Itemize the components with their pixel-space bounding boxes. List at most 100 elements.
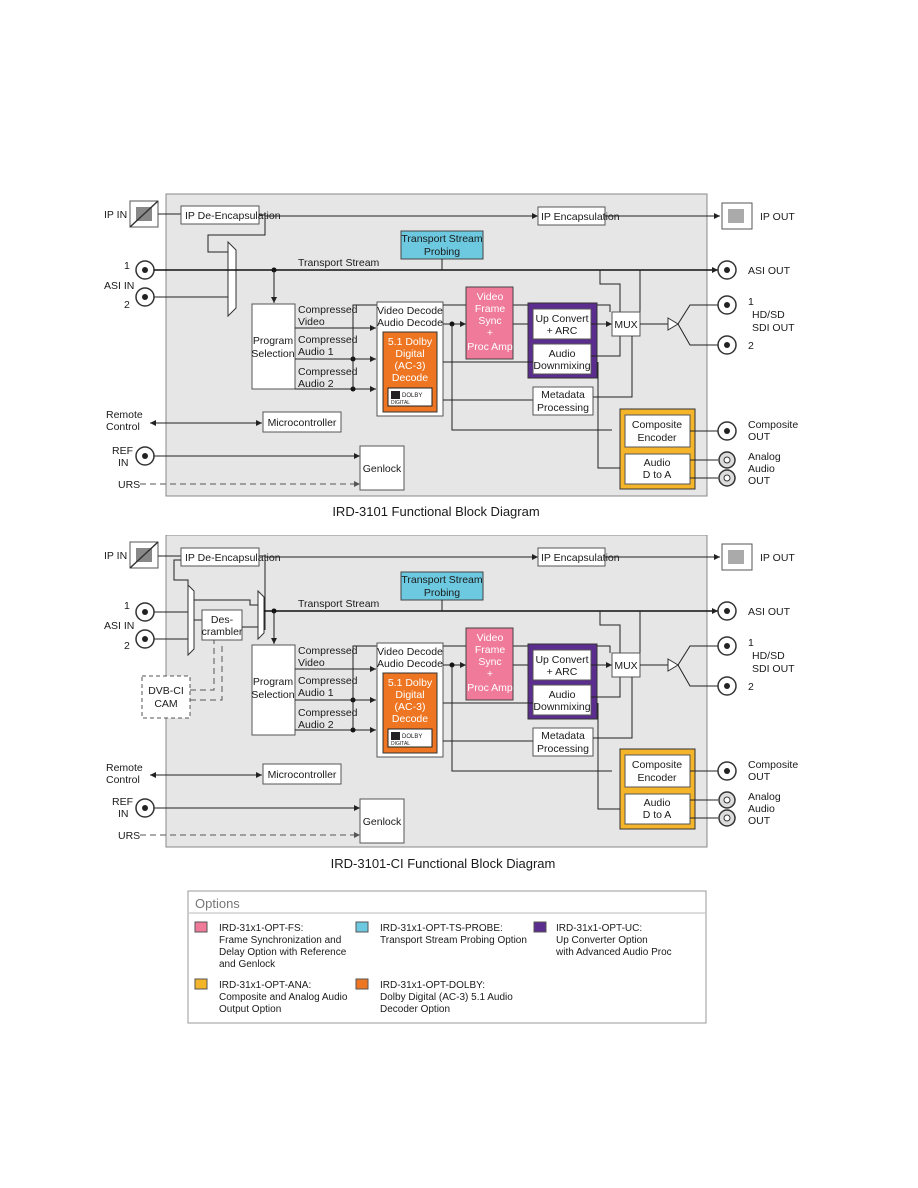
svg-text:Output Option: Output Option [219, 1004, 281, 1015]
compressed-video-label-1: Compressed [298, 304, 358, 316]
compressed-audio1-label-2: Audio 1 [298, 346, 334, 358]
asi-2-label: 2 [124, 640, 130, 652]
remote-label-1: Remote [106, 409, 143, 421]
ip-encap-label: IP Encapsulation [541, 552, 620, 564]
dolby-label-2: Digital [395, 348, 424, 360]
bnc-asi-out-icon [717, 260, 737, 280]
input-switch [187, 583, 195, 657]
metadata-block [532, 727, 594, 757]
ethernet-port-icon [129, 541, 159, 569]
sdi-out-label-2: SDI OUT [752, 663, 795, 675]
svg-text:Delay Option with Reference: Delay Option with Reference [219, 947, 347, 958]
svg-text:IRD-31x1-OPT-FS:: IRD-31x1-OPT-FS: [219, 923, 303, 934]
composite-encoder-label-1: Composite [632, 419, 682, 431]
dvb-ci-cam-block [141, 675, 191, 719]
ethernet-port-out-icon [721, 543, 753, 571]
up-convert-label-2: + ARC [547, 666, 578, 678]
frame-sync-label-1: Video [477, 291, 504, 303]
remote-label-2: Control [106, 774, 140, 786]
ts-probe-block [400, 571, 484, 601]
metadata-label-2: Processing [537, 743, 589, 755]
ip-in-label: IP IN [104, 209, 127, 221]
video-decode-label-1: Video Decode [377, 305, 443, 317]
genlock-label: Genlock [363, 816, 402, 828]
sdi-driver [667, 317, 679, 331]
genlock-block [359, 445, 405, 491]
frame-sync-label-2: Frame [475, 303, 505, 315]
svg-text:IRD-31x1-OPT-UC:: IRD-31x1-OPT-UC: [556, 923, 642, 934]
frame-sync-label-5: Proc Amp [467, 341, 513, 353]
bnc-sdi-out-2-icon [717, 335, 737, 355]
program-selection-label-1: Program [253, 676, 294, 688]
bnc-asi-in-1-icon [135, 260, 155, 280]
bnc-asi-out-icon [717, 601, 737, 621]
compressed-audio1-label-2: Audio 1 [298, 687, 334, 699]
sdi-out-label-1: HD/SD [752, 309, 785, 321]
descrambler-label-1: Des- [211, 614, 234, 626]
video-decode-label-2: Audio Decode [377, 317, 443, 329]
ref-label-1: REF [112, 445, 133, 457]
mux-label: MUX [614, 319, 637, 331]
bnc-sdi-out-1-icon [717, 636, 737, 656]
frame-sync-label-5: Proc Amp [467, 682, 513, 694]
frame-sync-block [465, 627, 514, 701]
program-selection-label-1: Program [253, 335, 294, 347]
sdi-out-label-1: HD/SD [752, 650, 785, 662]
sdi-1-label: 1 [748, 296, 754, 308]
asi-1-label: 1 [124, 600, 130, 612]
ts-probe-label-2: Probing [424, 587, 460, 599]
svg-text:Transport Stream Probing Optio: Transport Stream Probing Option [380, 935, 527, 946]
bnc-composite-out-icon [717, 421, 737, 441]
svg-text:IRD-31x1-OPT-TS-PROBE:: IRD-31x1-OPT-TS-PROBE: [380, 923, 503, 934]
asi-out-label: ASI OUT [748, 265, 791, 277]
ts-probe-label-1: Transport Stream [401, 233, 483, 245]
analog-out-label-3: OUT [748, 815, 771, 827]
ip-decap-label: IP De-Encapsulation [185, 552, 281, 564]
svg-text:DOLBY: DOLBY [402, 734, 422, 740]
asi-in-label: ASI IN [104, 620, 134, 632]
diagram1-caption: IRD-3101 Functional Block Diagram [332, 504, 539, 519]
genlock-block [359, 798, 405, 844]
compressed-video-label-2: Video [298, 657, 325, 669]
ip-decap-label: IP De-Encapsulation [185, 210, 281, 222]
svg-text:Decoder Option: Decoder Option [380, 1004, 450, 1015]
option-ts-probe: IRD-31x1-OPT-TS-PROBE: Transport Stream … [355, 921, 527, 946]
ip-decap-block [180, 547, 260, 567]
svg-text:and Genlock: and Genlock [219, 959, 276, 970]
analog-out-label-2: Audio [748, 803, 775, 815]
ip-encap-label: IP Encapsulation [541, 211, 620, 223]
remote-label-1: Remote [106, 762, 143, 774]
mux-label: MUX [614, 660, 637, 672]
composite-encoder-label-2: Encoder [637, 432, 677, 444]
mux-block [611, 311, 641, 337]
metadata-label-1: Metadata [541, 730, 585, 742]
bnc-asi-in-2-icon [135, 287, 155, 307]
dolby-label-3: (AC-3) [395, 701, 426, 713]
ref-label-2: IN [118, 808, 129, 820]
ts-probe-label-2: Probing [424, 246, 460, 258]
asi-2-label: 2 [124, 299, 130, 311]
compressed-audio2-label-1: Compressed [298, 707, 358, 719]
metadata-block [532, 386, 594, 416]
metadata-label-2: Processing [537, 402, 589, 414]
analog-out-label-2: Audio [748, 463, 775, 475]
asi-in-label: ASI IN [104, 280, 134, 292]
dolby-label-2: Digital [395, 689, 424, 701]
frame-sync-label-3: Sync [478, 656, 501, 668]
options-legend: Options IRD-31x1-OPT-FS: Frame Synchroni… [187, 890, 707, 1024]
ip-in-label: IP IN [104, 550, 127, 562]
up-convert-label-2: + ARC [547, 325, 578, 337]
video-decode-label-2: Audio Decode [377, 658, 443, 670]
svg-text:DOLBY: DOLBY [402, 393, 422, 399]
ts-probe-block [400, 230, 484, 260]
svg-text:Frame Synchronization and: Frame Synchronization and [219, 935, 341, 946]
ref-label-1: REF [112, 796, 133, 808]
ref-label-2: IN [118, 457, 129, 469]
bnc-sdi-out-2-icon [717, 676, 737, 696]
frame-sync-label-1: Video [477, 632, 504, 644]
dolby-logo: DOLBY DIGITAL [387, 728, 433, 748]
downmix-label-2: Downmixing [533, 701, 590, 713]
program-selection-label-2: Selection [251, 689, 294, 701]
svg-text:IRD-31x1-OPT-DOLBY:: IRD-31x1-OPT-DOLBY: [380, 980, 485, 991]
ts-switch [257, 589, 265, 641]
